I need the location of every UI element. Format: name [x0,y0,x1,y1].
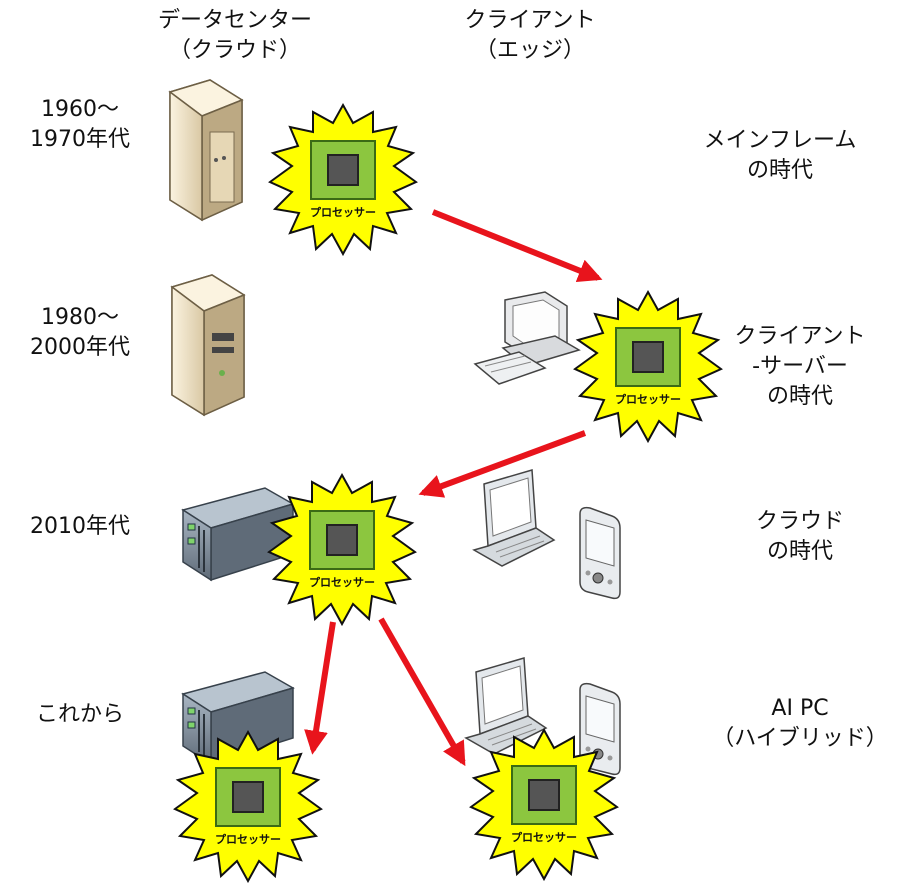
datacenter-column-header: データセンター （クラウド） [140,6,330,66]
processor-label: プロセッサー [215,832,281,846]
era-name-line: （ハイブリッド） [712,726,888,751]
era-period-line: 1970年代 [30,127,130,152]
era-period-line: 1960～ [41,97,119,122]
era-period-future: これから [15,700,145,730]
client-column-header: クライアント （エッジ） [450,6,610,66]
era-name-line: の時代 [766,539,833,564]
arrow-mainframe-to-client [431,209,603,283]
processor-chip-icon: プロセッサー [574,291,722,442]
era-period-1980s: 1980～ 2000年代 [5,303,155,363]
era-name-line: クライアント [734,324,866,349]
era-name-line: -サーバー [752,354,848,379]
era-name-client-server: クライアント -サーバー の時代 [720,322,880,412]
era-name-line: の時代 [766,384,833,409]
processor-chip-icon: プロセッサー [269,104,417,255]
datacenter-header-line2: （クラウド） [168,38,301,63]
datacenter-header-line1: データセンター [157,8,312,33]
desktop-computer-icon [473,291,581,385]
tower-server-icon [171,274,245,416]
rack-server-icon [182,487,294,581]
laptop-icon [465,657,547,755]
processor-chip-icon: プロセッサー [268,474,416,625]
processor-chip-icon: プロセッサー [470,729,618,880]
laptop-icon [473,469,555,567]
client-header-line2: （エッジ） [474,38,585,63]
processor-label: プロセッサー [615,392,681,406]
processor-label: プロセッサー [310,205,376,219]
era-period-line: 2000年代 [30,335,130,360]
era-name-mainframe: メインフレーム の時代 [690,126,870,186]
processor-chip-icon: プロセッサー [174,731,322,882]
era-period-1960s: 1960～ 1970年代 [5,95,155,155]
processor-label: プロセッサー [511,830,577,844]
arrow-cloud-to-datacenter [304,621,336,755]
pda-icon [579,506,621,600]
era-name-line: クラウド [755,509,844,534]
era-name-line: AI PC [771,696,829,721]
arrow-client-to-cloud [418,430,587,498]
era-name-line: の時代 [746,158,813,183]
era-period-line: 2010年代 [30,514,130,539]
era-period-2010s: 2010年代 [5,512,155,542]
client-header-line1: クライアント [464,8,596,33]
era-period-line: これから [35,702,124,727]
era-name-line: メインフレーム [703,128,857,153]
era-period-line: 1980～ [41,305,119,330]
mainframe-tower-icon [169,79,243,221]
processor-label: プロセッサー [309,575,375,589]
era-name-ai-pc: AI PC （ハイブリッド） [705,694,895,754]
era-name-cloud: クラウド の時代 [720,507,880,567]
arrow-cloud-to-edge [378,617,466,767]
